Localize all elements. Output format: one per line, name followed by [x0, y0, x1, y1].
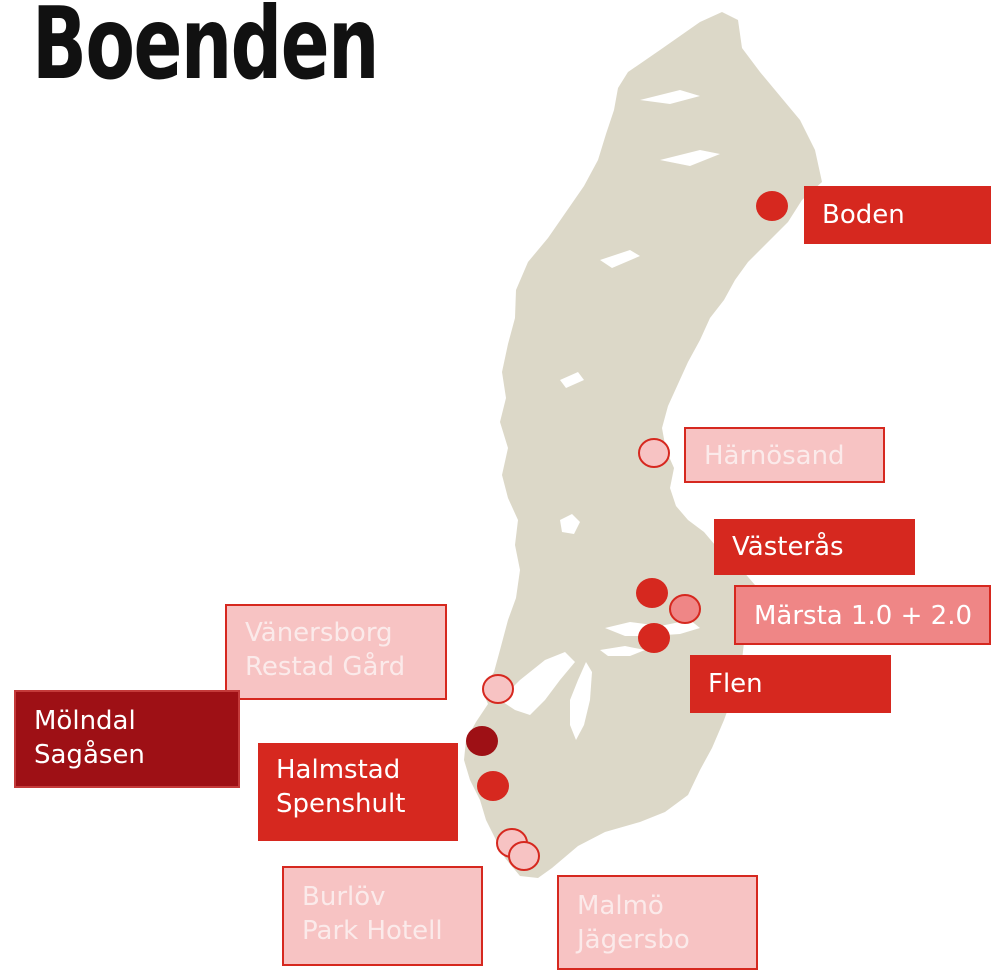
- marker-marsta[interactable]: [669, 594, 701, 624]
- lake-vanern: [500, 652, 575, 715]
- label-boden-line-1: Boden: [822, 200, 905, 230]
- label-halmstad-line-2: Spenshult: [276, 789, 406, 819]
- label-vasteras-line-1: Västerås: [732, 532, 844, 562]
- label-marsta-line-1: Märsta 1.0 + 2.0: [754, 601, 973, 631]
- label-flen[interactable]: Flen: [690, 655, 891, 713]
- page-title: Boenden: [32, 0, 379, 102]
- northern-lake: [640, 90, 700, 104]
- marker-vanersborg[interactable]: [482, 674, 514, 704]
- label-vanersborg[interactable]: Vänersborg Restad Gård: [225, 604, 447, 700]
- label-burlov-line-2: Park Hotell: [302, 916, 443, 946]
- marker-flen[interactable]: [638, 623, 670, 653]
- label-halmstad[interactable]: Halmstad Spenshult: [258, 743, 458, 841]
- label-malmo-line-1: Malmö: [577, 891, 664, 921]
- label-malmo-line-2: Jägersbo: [577, 925, 690, 955]
- marker-vasteras[interactable]: [636, 578, 668, 608]
- label-harnosand-line-1: Härnösand: [704, 441, 845, 471]
- label-marsta[interactable]: Märsta 1.0 + 2.0: [734, 585, 991, 645]
- lake-vattern: [570, 662, 592, 740]
- marker-harnosand[interactable]: [638, 438, 670, 468]
- label-halmstad-line-1: Halmstad: [276, 755, 401, 785]
- label-burlov[interactable]: Burlöv Park Hotell: [282, 866, 483, 966]
- northern-lake: [560, 372, 584, 388]
- label-molndal-line-1: Mölndal: [34, 706, 136, 736]
- marker-boden[interactable]: [756, 191, 788, 221]
- label-molndal[interactable]: Mölndal Sagåsen: [14, 690, 240, 788]
- label-vanersborg-line-2: Restad Gård: [245, 652, 406, 682]
- marker-halmstad[interactable]: [477, 771, 509, 801]
- northern-lake: [600, 250, 640, 268]
- label-molndal-line-2: Sagåsen: [34, 740, 145, 770]
- label-boden[interactable]: Boden: [804, 186, 991, 244]
- lake-hjalmaren: [600, 646, 645, 656]
- label-vasteras[interactable]: Västerås: [714, 519, 915, 575]
- label-malmo[interactable]: Malmö Jägersbo: [557, 875, 758, 970]
- label-vanersborg-line-1: Vänersborg: [245, 618, 393, 648]
- lake-siljan: [560, 514, 580, 534]
- marker-malmo[interactable]: [508, 841, 540, 871]
- northern-lake: [660, 150, 720, 166]
- label-flen-line-1: Flen: [708, 669, 763, 699]
- label-burlov-line-1: Burlöv: [302, 882, 386, 912]
- marker-molndal[interactable]: [466, 726, 498, 756]
- label-harnosand[interactable]: Härnösand: [684, 427, 885, 483]
